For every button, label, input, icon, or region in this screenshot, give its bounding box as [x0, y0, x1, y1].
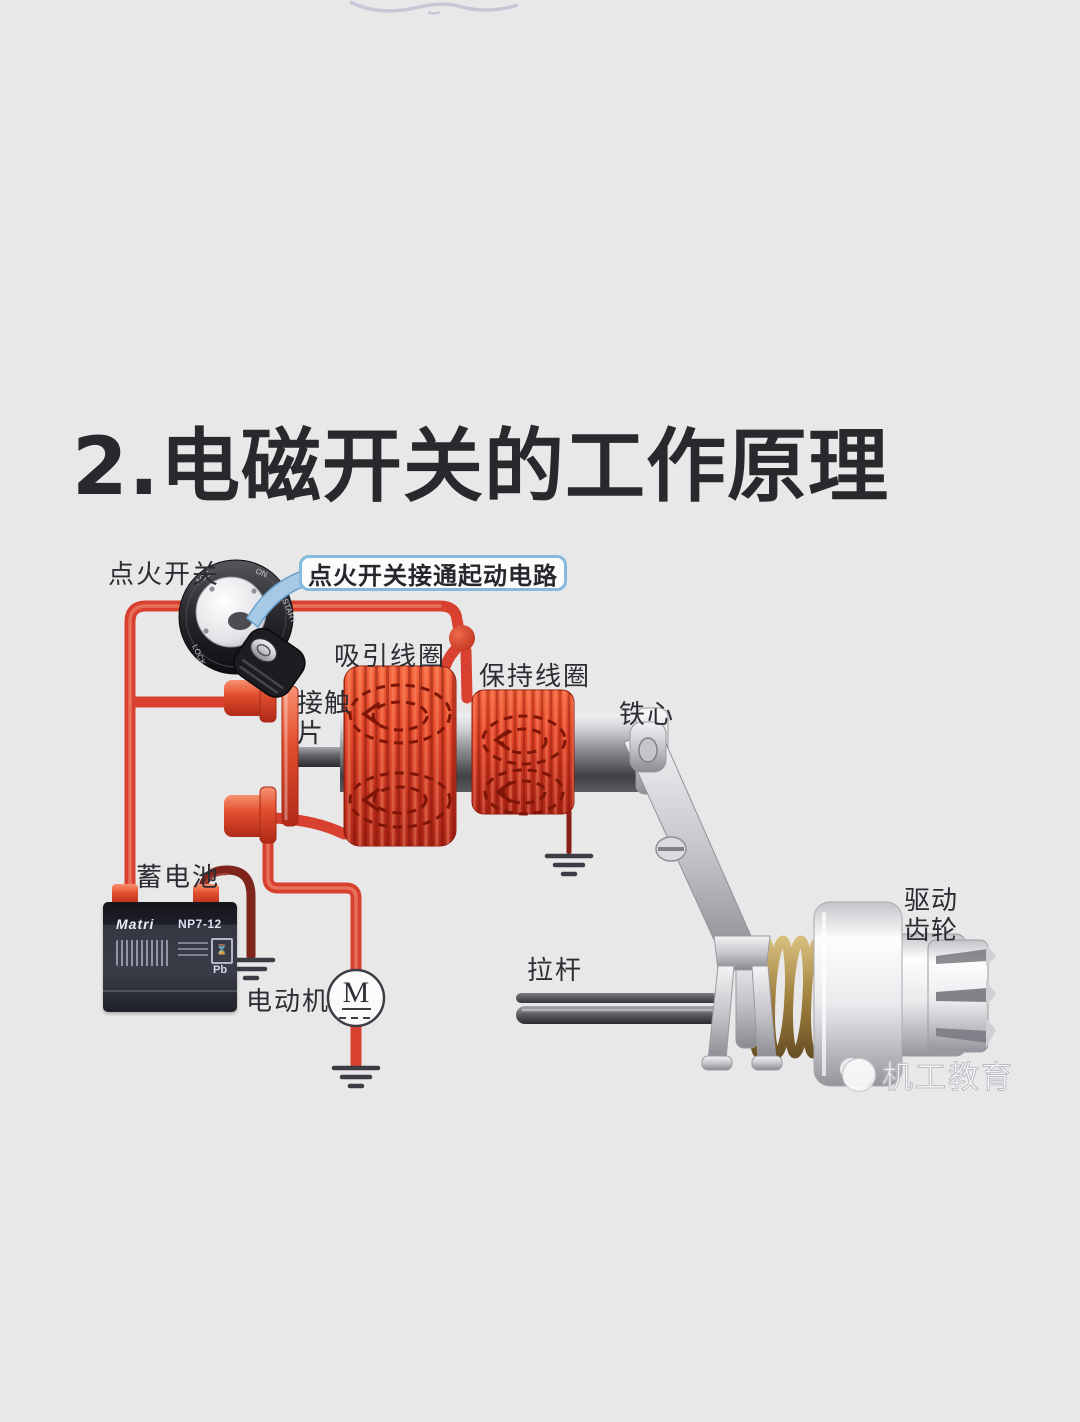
- circuit-wiring: [124, 600, 572, 1070]
- label-contact-plate: 接触片: [297, 689, 357, 749]
- battery-barcode: [116, 940, 170, 966]
- shift-lever: [623, 721, 759, 967]
- drive-gear: [893, 933, 996, 1057]
- top-contact-terminal: [224, 680, 268, 716]
- label-battery: 蓄电池: [136, 863, 221, 892]
- callout-tail: [246, 569, 309, 629]
- ground-symbol-coil: [544, 853, 594, 877]
- lever-fork: [701, 935, 783, 1071]
- pull-in-flux-arrows: [348, 683, 452, 829]
- callout-text: 点火开关接通起动电路: [308, 563, 558, 590]
- label-iron-core: 铁心: [619, 700, 676, 729]
- contact-plate: [281, 685, 299, 827]
- watermark: 机工教育: [842, 1052, 1014, 1097]
- battery-model-text: NP7-12: [178, 917, 222, 931]
- motor-symbol: M: [326, 968, 386, 1028]
- battery-seam: [103, 990, 237, 992]
- label-drive-gear-line1: 驱动: [904, 886, 959, 915]
- top-decor-curves: [349, 0, 519, 15]
- battery-fine-print: [178, 942, 208, 960]
- ground-symbols: [226, 853, 594, 1089]
- ignition-key: [233, 627, 306, 698]
- callout-box: 点火开关接通起动电路: [299, 555, 567, 591]
- hold-in-flux-arrows: [481, 714, 567, 816]
- ground-symbol-motor: [331, 1065, 381, 1089]
- pull-rod: [516, 993, 722, 1024]
- wire-junction-dot: [449, 625, 475, 651]
- battery-graphic: Matri NP7-12 ⌛ Pb: [103, 902, 237, 1012]
- label-ignition-switch: 点火开关: [108, 560, 221, 589]
- label-drive-gear: 驱动齿轮: [904, 886, 964, 946]
- label-contact-plate-line1: 接触: [297, 689, 352, 718]
- watermark-text: 机工教育: [882, 1060, 1014, 1096]
- motor-letter: M: [343, 976, 370, 1009]
- contact-assembly: [224, 671, 299, 844]
- label-motor: 电动机: [246, 987, 331, 1016]
- clutch-body: [813, 901, 903, 1087]
- watermark-logo-icon: [842, 1057, 876, 1092]
- ignition-switch-graphic: LOCK ACC ON START: [178, 559, 309, 698]
- label-pull-rod: 拉杆: [527, 956, 584, 985]
- label-hold-in-coil: 保持线圈: [479, 662, 592, 691]
- switch-marking-on: ON: [254, 567, 269, 580]
- wire-to-hold-in-coil: [460, 645, 473, 704]
- wire-to-motor: [262, 834, 362, 978]
- battery-terminals: [112, 884, 219, 906]
- label-pull-in-coil: 吸引线圈: [334, 642, 447, 671]
- battery-pb-text: Pb: [213, 964, 228, 976]
- hold-in-coil: [471, 689, 575, 816]
- battery-brand-text: Matri: [116, 916, 155, 932]
- pull-in-coil: [343, 665, 457, 847]
- battery-recycle-mark-icon: ⌛: [211, 938, 233, 964]
- page-title: 2.电磁开关的工作原理: [72, 419, 890, 513]
- bottom-contact-terminal: [224, 795, 268, 837]
- label-drive-gear-line2: 齿轮: [904, 916, 959, 945]
- label-contact-plate-line2: 片: [297, 719, 325, 748]
